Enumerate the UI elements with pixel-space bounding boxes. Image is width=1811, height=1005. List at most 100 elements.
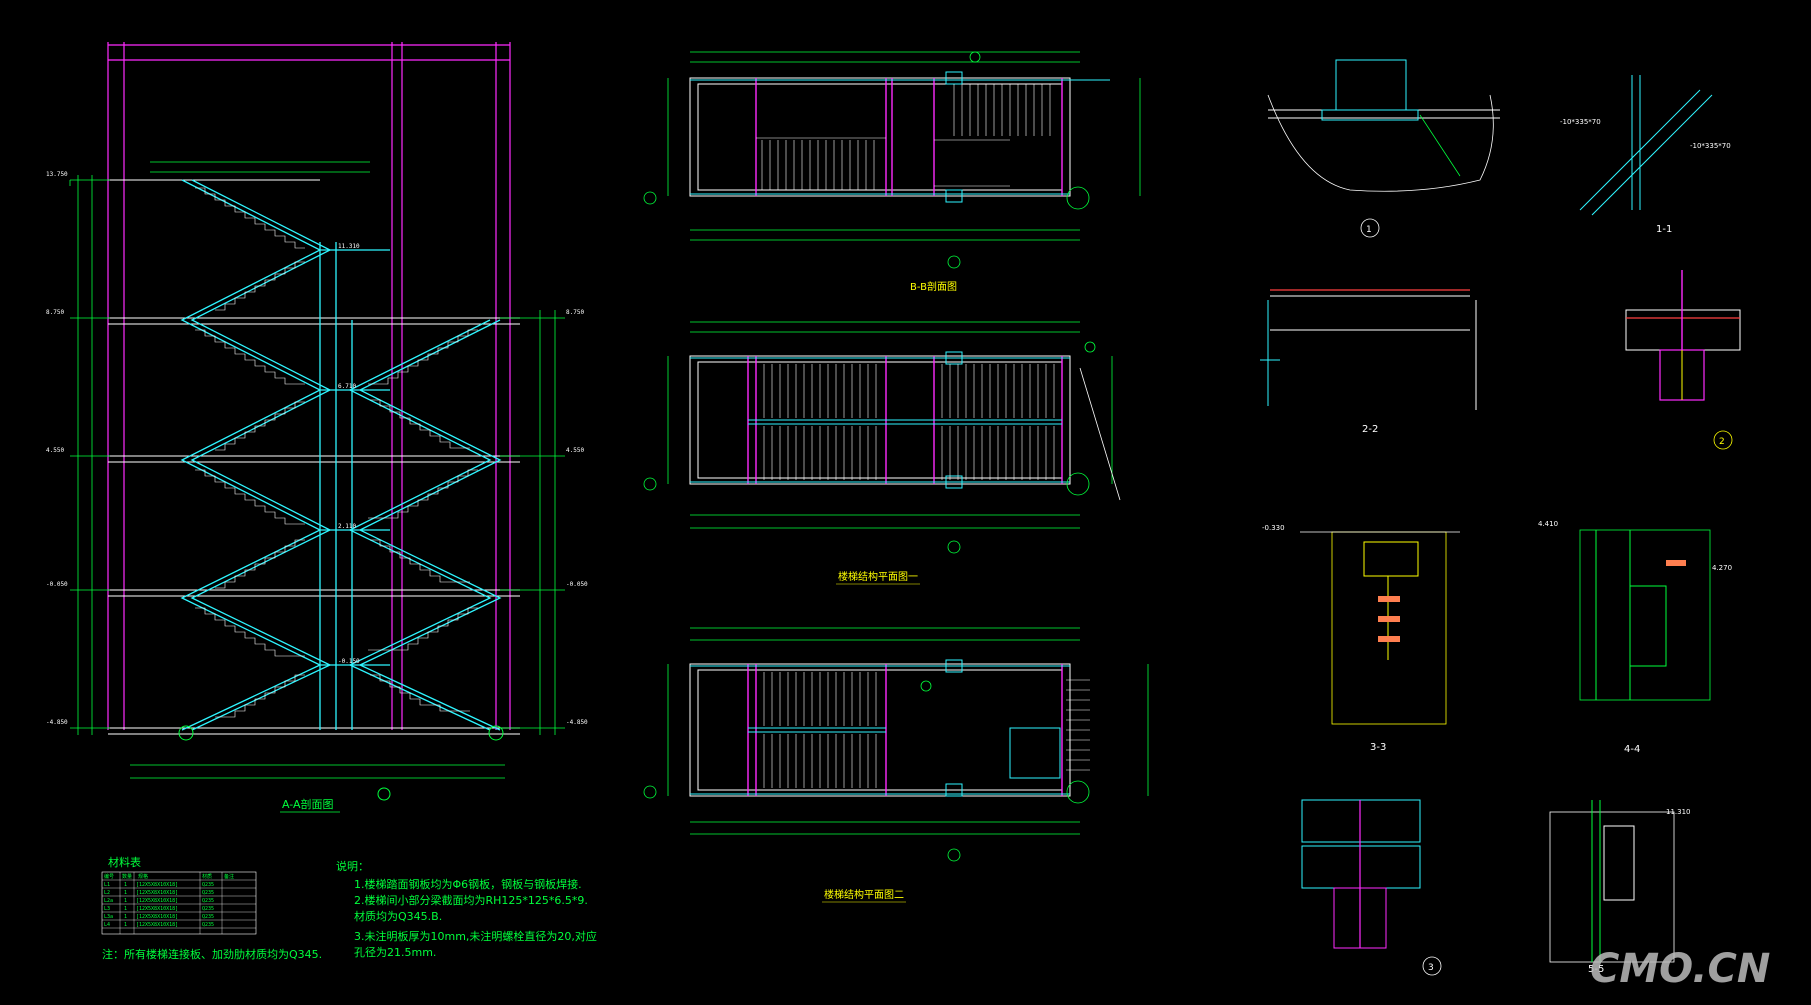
detail-marker: [1360, 218, 1380, 238]
section-aa-floor-beams: [108, 179, 520, 735]
table-cell: [12X5X8X10X18]: [136, 890, 178, 896]
level-text: 4.550: [566, 447, 584, 454]
section-bb-beams: [690, 71, 1110, 203]
table-header: 规格: [138, 873, 148, 880]
detail-5-5: 11.310 5-5: [1549, 800, 1691, 975]
table-cell: L2a: [104, 898, 113, 904]
table-cell: [12X5X8X10X18]: [136, 914, 178, 920]
table-cell: Q235: [202, 898, 214, 904]
table-cell: L4: [104, 922, 110, 928]
level-text: -0.050: [46, 581, 68, 588]
table-cell: 1: [124, 898, 127, 904]
level-text: 6.710: [338, 383, 356, 390]
level-text: 8.750: [46, 309, 64, 316]
table-cell: [12X5X8X10X18]: [136, 882, 178, 888]
level-text: 2.110: [338, 523, 356, 530]
detail-2-2: 2-2: [1260, 289, 1477, 435]
section-bb-dimensions: [643, 51, 1141, 269]
level-text: -4.850: [566, 719, 588, 726]
plan-2-dimensions: [643, 627, 1149, 862]
material-table-title: 材料表: [108, 855, 141, 869]
detail-3-3: 3-3 -0.330: [1262, 524, 1460, 753]
table-cell: Q235: [202, 914, 214, 920]
level-note: -0.330: [1262, 524, 1285, 532]
detail-label: 3: [1428, 963, 1434, 973]
level-text: -0.150: [338, 658, 360, 665]
table-header: 备注: [224, 873, 234, 880]
table-cell: Q235: [202, 922, 214, 928]
table-cell: Q235: [202, 882, 214, 888]
table-cell: L3: [104, 906, 110, 912]
table-cell: 1: [124, 906, 127, 912]
detail-label: 3-3: [1370, 742, 1386, 753]
section-aa: 13.750 8.750 4.550 -0.050 -4.850 8.750 4…: [46, 42, 588, 813]
plate-note: -10*335*70: [1690, 142, 1731, 150]
table-cell: [12X5X8X10X18]: [136, 922, 178, 928]
section-bb: B-B剖面图: [643, 51, 1141, 293]
plan-1: 楼梯结构平面图一: [643, 321, 1121, 585]
detail-label: 2-2: [1362, 424, 1378, 435]
plan-2: 楼梯结构平面图二: [643, 627, 1149, 903]
plan-2-beams: [690, 659, 1070, 797]
level-text: 4.550: [46, 447, 64, 454]
detail-label: 1-1: [1656, 224, 1672, 235]
plan-1-beams: [690, 351, 1070, 489]
section-aa-title: A-A剖面图: [282, 797, 334, 811]
detail-marker: [1713, 430, 1733, 450]
table-header: 数量: [122, 873, 132, 880]
plan-1-dimensions: [643, 321, 1121, 554]
detail-4-4: 4.410 4.270 4-4: [1538, 520, 1732, 755]
table-header: 材质: [202, 873, 212, 880]
section-bb-title: B-B剖面图: [910, 280, 957, 293]
section-aa-columns: [107, 42, 511, 730]
material-table: 材料表 编号 数量 规格 材质 备注 L1 1 [12X5X8X10X18] Q…: [101, 855, 322, 961]
table-cell: L3a: [104, 914, 113, 920]
notes-title: 说明：: [336, 859, 369, 873]
table-cell: Q235: [202, 890, 214, 896]
plan-2-columns: [747, 664, 1063, 796]
note-line: 孔径为21.5mm.: [354, 946, 436, 959]
level-text: 11.310: [338, 243, 360, 250]
section-aa-levels: 13.750 8.750 4.550 -0.050 -4.850 8.750 4…: [46, 171, 588, 726]
detail-label: 5-5: [1588, 964, 1604, 975]
detail-2: 2: [1625, 270, 1741, 450]
section-bb-columns: [755, 78, 1063, 196]
plate-note: -10*335*70: [1560, 118, 1601, 126]
plan-1-title: 楼梯结构平面图一: [838, 570, 918, 583]
plan-2-treads: [763, 672, 1090, 788]
section-bb-outline: [689, 77, 1071, 197]
level-text: 13.750: [46, 171, 68, 178]
table-cell: L2: [104, 890, 110, 896]
table-cell: 1: [124, 882, 127, 888]
note-line: 3.未注明板厚为10mm,未注明螺栓直径为20,对应: [354, 929, 597, 943]
section-aa-stair-flights: [180, 179, 502, 731]
detail-1-1: -10*335*70 -10*335*70 1-1: [1560, 75, 1731, 235]
plan-2-outline: [689, 663, 1071, 797]
note-line: 1.楼梯踏面钢板均为Φ6钢板，钢板与钢板焊接.: [354, 877, 582, 891]
section-aa-treads: [195, 187, 478, 718]
table-cell: [12X5X8X10X18]: [136, 906, 178, 912]
watermark: CMO.CN: [1590, 946, 1770, 992]
note-line: 2.楼梯间小部分梁截面均为RH125*125*6.5*9.: [354, 893, 588, 907]
table-cell: 1: [124, 914, 127, 920]
level-text: -4.850: [46, 719, 68, 726]
table-cell: 1: [124, 922, 127, 928]
section-bb-treads: [756, 84, 1051, 190]
table-cell: L1: [104, 882, 110, 888]
notes: 说明： 1.楼梯踏面钢板均为Φ6钢板，钢板与钢板焊接. 2.楼梯间小部分梁截面均…: [336, 859, 597, 959]
section-aa-axis-bubbles: [178, 725, 504, 801]
table-cell: Q235: [202, 906, 214, 912]
plan-1-treads: [763, 364, 1055, 480]
table-header: 编号: [104, 873, 114, 880]
plan-2-title: 楼梯结构平面图二: [824, 888, 904, 901]
detail-1: 1: [1267, 59, 1500, 238]
note-line: 材质均为Q345.B.: [354, 909, 442, 923]
material-table-grid: [102, 872, 256, 934]
level-text: -0.050: [566, 581, 588, 588]
level-note: 11.310: [1666, 808, 1691, 816]
material-table-footnote: 注：所有楼梯连接板、加劲肋材质均为Q345.: [102, 947, 322, 961]
material-table-cells: 编号 数量 规格 材质 备注 L1 1 [12X5X8X10X18] Q235 …: [104, 873, 234, 928]
table-cell: [12X5X8X10X18]: [136, 898, 178, 904]
detail-3: 3: [1301, 799, 1442, 976]
